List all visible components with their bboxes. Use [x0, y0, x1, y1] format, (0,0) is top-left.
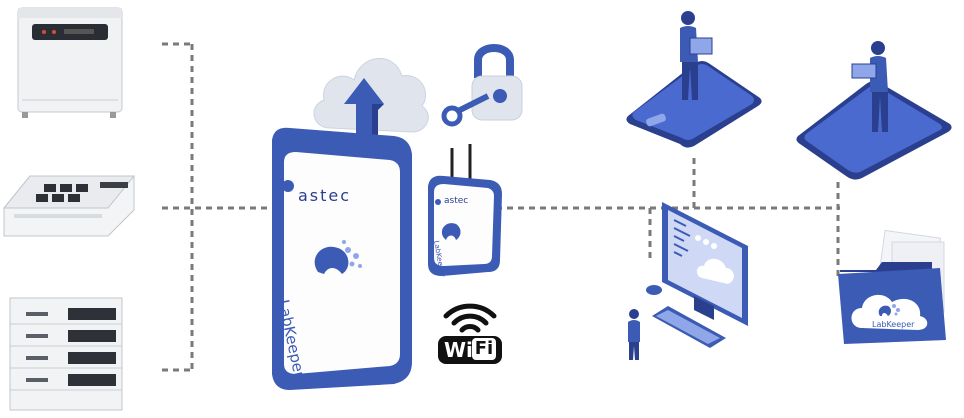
desktop-workstation: [622, 198, 758, 368]
labkeeper-folder: LabKeeper: [836, 229, 948, 350]
stacked-incubator-device: [6, 296, 126, 418]
transmitter-brand: astec: [444, 196, 469, 206]
gateway-brand: astec: [298, 186, 352, 205]
incubator-icon: [17, 7, 123, 118]
gateway-body: [272, 127, 412, 390]
wifi-text-fi: Fi: [472, 338, 496, 360]
smartphone-user-icon: [626, 11, 762, 148]
folder-cloud-icon: [838, 229, 946, 344]
stacked-incubator-icon: [9, 297, 123, 411]
labkeeper-gateway: astec LabKeeper: [266, 122, 418, 396]
wifi-icon: [443, 303, 497, 333]
wifi-label-box: Wi Fi: [438, 336, 502, 364]
shaker-icon: [2, 175, 136, 237]
labkeeper-transmitter: astec LabKeeper: [424, 144, 508, 282]
tablet-user-icon: [796, 41, 952, 180]
padlock-key-icon: [441, 44, 523, 127]
transmitter-body: [428, 144, 502, 276]
folder-product: LabKeeper: [872, 320, 915, 329]
tablet-user: [794, 40, 954, 184]
incubator-device: [12, 4, 127, 124]
wifi-text-wi: Wi: [444, 338, 473, 362]
shaker-device: [0, 170, 140, 246]
wifi-badge: Wi Fi: [438, 300, 502, 366]
security-lock: [440, 38, 536, 138]
desktop-computer-icon: [628, 202, 748, 360]
smartphone-user: [624, 4, 764, 152]
